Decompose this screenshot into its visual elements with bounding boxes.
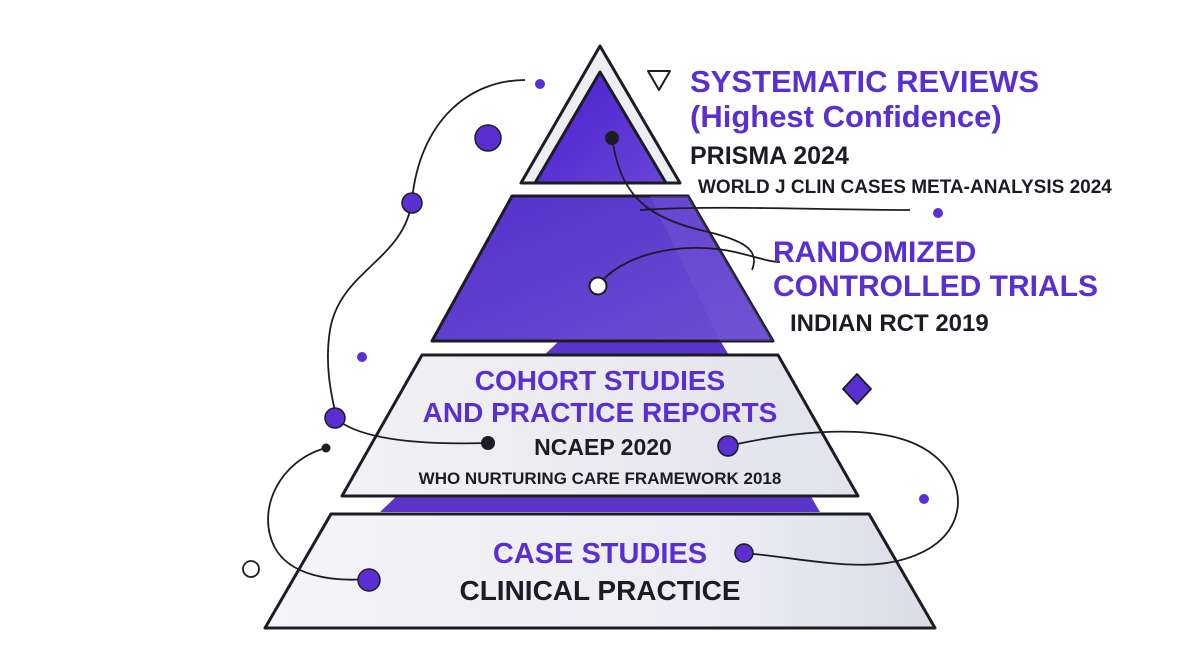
connector-cohort-right <box>727 430 959 566</box>
dot-right-small <box>933 208 943 218</box>
tier-systematic-reviews <box>533 70 668 185</box>
tier-rct-highlight <box>650 196 773 341</box>
dot-left-mid <box>401 192 423 214</box>
dot-rct-hollow <box>588 276 608 296</box>
level-source: CLINICAL PRACTICE <box>459 575 740 606</box>
level-source: WHO NURTURING CARE FRAMEWORK 2018 <box>419 469 782 488</box>
dot-cohort-center <box>481 436 495 450</box>
level-systematic-reviews-labels: SYSTEMATIC REVIEWS (Highest Confidence) … <box>690 64 1112 198</box>
dot-case-right <box>734 543 754 563</box>
level-title-line: COHORT STUDIES <box>475 365 725 396</box>
dot-cohort-right <box>717 435 739 457</box>
dot-top-tier <box>605 131 619 145</box>
connector-top-to-rct <box>611 137 755 271</box>
triangle-outline-icon <box>647 70 671 91</box>
level-source: PRISMA 2024 <box>690 142 849 170</box>
connector-rct-dot <box>597 246 781 287</box>
connector-left-long <box>327 79 526 445</box>
diamond-icon <box>842 373 872 405</box>
connector-lines <box>267 79 959 581</box>
level-title-line: CASE STUDIES <box>493 538 707 570</box>
connector-top-right <box>639 206 911 211</box>
level-title-line: CONTROLLED TRIALS <box>773 270 1098 303</box>
dot-right-lower <box>919 494 929 504</box>
connector-base-left <box>267 447 369 581</box>
level-source: INDIAN RCT 2019 <box>790 310 989 337</box>
level-title-line: AND PRACTICE REPORTS <box>423 397 778 428</box>
level-source: WORLD J CLIN CASES META-ANALYSIS 2024 <box>698 177 1112 198</box>
tier-cohort-studies <box>340 353 860 498</box>
dot-left-cohort <box>324 407 346 429</box>
pyramid <box>263 44 937 630</box>
dot-case-left <box>357 568 381 592</box>
level-title-line: RANDOMIZED <box>773 236 976 269</box>
level-case-studies-labels: CASE STUDIES CLINICAL PRACTICE <box>459 538 740 606</box>
dot-left-small <box>357 352 367 362</box>
dot-small <box>535 79 545 89</box>
decorative-dots <box>242 79 943 592</box>
dot-hollow-left <box>242 560 260 578</box>
level-source: NCAEP 2020 <box>534 434 672 460</box>
dot-large <box>474 124 502 152</box>
level-title-line: SYSTEMATIC REVIEWS <box>690 64 1039 99</box>
tier-case-studies <box>263 512 937 630</box>
tier-randomized-controlled-trials <box>430 194 775 343</box>
level-rct-labels: RANDOMIZED CONTROLLED TRIALS INDIAN RCT … <box>773 236 1098 337</box>
level-cohort-labels: COHORT STUDIES AND PRACTICE REPORTS NCAE… <box>419 365 782 488</box>
level-title-line: (Highest Confidence) <box>690 99 1002 134</box>
dot-far-left <box>321 443 331 453</box>
